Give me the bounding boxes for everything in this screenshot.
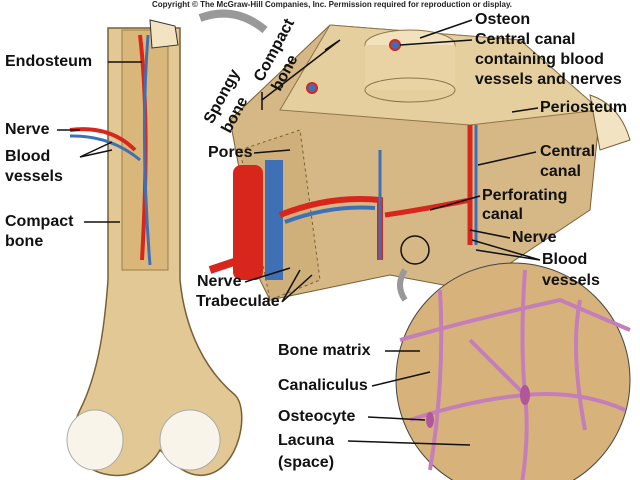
label-central-canal-b-2: canal — [540, 163, 581, 180]
label-perforating-canal-1: Perforating — [482, 187, 568, 204]
label-perforating-canal-2: canal — [482, 206, 523, 223]
label-trabeculae: Trabeculae — [196, 293, 280, 310]
label-compact-bone-left-2: bone — [5, 233, 44, 250]
label-blood-vessels-right-1: Blood — [542, 251, 588, 268]
label-central-canal-b-1: Central — [540, 143, 596, 160]
label-central-canal-1: Central canal — [475, 31, 576, 48]
label-nerve-right: Nerve — [512, 229, 557, 246]
label-bone-matrix: Bone matrix — [278, 342, 371, 359]
osteocyte-cell — [520, 385, 530, 405]
label-canaliculus: Canaliculus — [278, 377, 368, 394]
large-artery — [233, 165, 263, 280]
magnified-view — [395, 262, 631, 480]
label-osteocyte: Osteocyte — [278, 408, 356, 425]
label-central-canal-2: containing blood — [475, 51, 604, 68]
label-blood-vessels-right-2: vessels — [542, 272, 600, 289]
label-lacuna-2: (space) — [278, 454, 335, 471]
copyright-notice: Copyright © The McGraw-Hill Companies, I… — [152, 0, 513, 9]
label-endosteum: Endosteum — [5, 53, 93, 70]
label-central-canal-3: vessels and nerves — [475, 71, 622, 88]
label-periosteum: Periosteum — [540, 99, 628, 116]
label-blood-vessels-left-2: vessels — [5, 168, 63, 185]
label-osteon: Osteon — [475, 11, 531, 28]
label-compact-bone-left-1: Compact — [5, 213, 74, 230]
label-pores: Pores — [208, 144, 253, 161]
label-blood-vessels-left-1: Blood — [5, 148, 51, 165]
label-lacuna-1: Lacuna — [278, 432, 335, 449]
femur-end-cap — [149, 19, 179, 49]
label-nerve-bottom: Nerve — [197, 273, 242, 290]
label-nerve-left: Nerve — [5, 121, 50, 138]
